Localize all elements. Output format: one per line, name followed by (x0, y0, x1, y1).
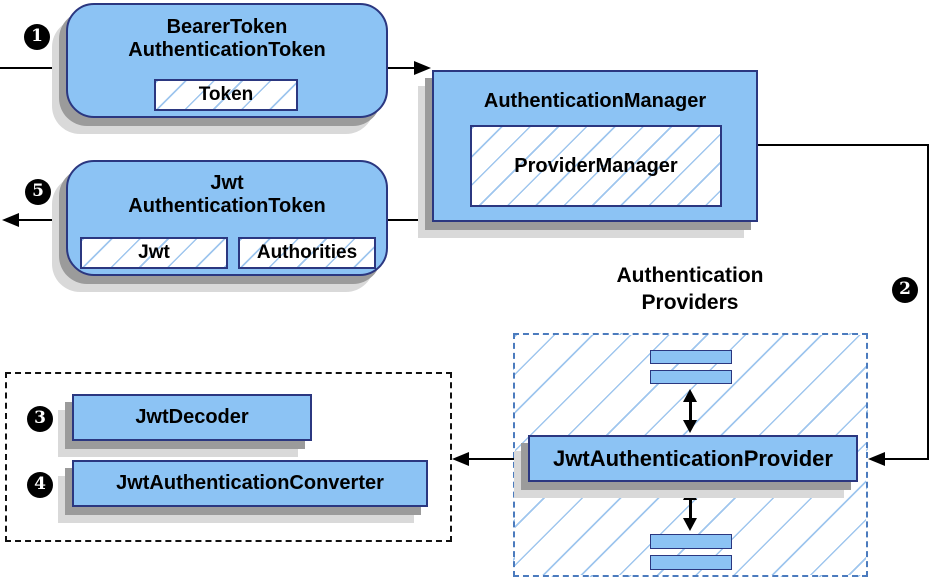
other-provider-placeholder (650, 555, 732, 570)
jwt-token-outgoing-line (16, 219, 66, 221)
step-3-badge: 3 (27, 406, 53, 432)
arrowhead-left-icon (452, 452, 469, 466)
jwt-authentication-converter-label: JwtAuthenticationConverter (116, 472, 384, 494)
jwt-authentication-provider-node: JwtAuthenticationProvider (528, 435, 858, 482)
authentication-providers-title-line2: Providers (641, 291, 739, 314)
jwt-decoder-node: JwtDecoder (72, 394, 312, 441)
provider-manager-chip-label: ProviderManager (514, 154, 678, 177)
arrowhead-left-icon (2, 213, 19, 227)
jwt-chip-label: Jwt (138, 242, 170, 263)
token-chip-label: Token (198, 84, 254, 105)
bearer-token-authentication-token-node: BearerToken AuthenticationToken Token (66, 3, 388, 118)
jwt-chip: Jwt (80, 237, 228, 269)
arrowhead-up-icon (683, 389, 697, 402)
other-provider-placeholder (650, 534, 732, 549)
arrowhead-down-icon (683, 420, 697, 433)
bearer-token-title-line1: BearerToken (166, 16, 288, 38)
providers-list-double-arrow-icon (682, 487, 698, 531)
provider-to-decoder-line (468, 458, 528, 460)
token-chip: Token (154, 79, 298, 111)
jwt-authentication-token-node: Jwt AuthenticationToken Jwt Authorities (66, 160, 388, 276)
provider-manager-chip: ProviderManager (470, 125, 722, 207)
manager-to-provider-line-bottom (883, 458, 929, 460)
authorities-chip-label: Authorities (256, 242, 358, 263)
arrowhead-right-icon (414, 61, 431, 75)
other-provider-placeholder (650, 350, 732, 364)
providers-list-double-arrow-icon (682, 389, 698, 433)
jwt-token-title-line1: Jwt (210, 172, 244, 194)
step-5-badge: 5 (25, 179, 51, 205)
step-1-badge: 1 (24, 24, 50, 50)
jwt-decoder-label: JwtDecoder (135, 406, 249, 428)
authentication-providers-title-line1: Authentication (616, 264, 764, 287)
bearer-to-manager-line (388, 67, 416, 69)
arrowhead-left-icon (868, 452, 885, 466)
decoder-converter-group (5, 372, 452, 542)
manager-to-provider-line-vertical (927, 144, 929, 460)
double-arrow-shaft (688, 402, 692, 420)
incoming-request-line (0, 67, 66, 69)
authorities-chip: Authorities (238, 237, 376, 269)
double-arrow-shaft (688, 500, 692, 518)
manager-to-jwt-token-line (388, 219, 432, 221)
arrowhead-down-icon (683, 518, 697, 531)
jwt-authentication-provider-label: JwtAuthenticationProvider (553, 445, 833, 471)
other-provider-placeholder (650, 370, 732, 384)
manager-to-provider-line-top (758, 144, 929, 146)
jwt-token-title-line2: AuthenticationToken (128, 195, 326, 217)
authentication-providers-title: Authentication Providers (560, 262, 820, 316)
arrowhead-up-icon (683, 487, 697, 500)
step-4-badge: 4 (27, 472, 53, 498)
jwt-authentication-converter-node: JwtAuthenticationConverter (72, 460, 428, 507)
authentication-manager-node: AuthenticationManager ProviderManager (432, 70, 758, 222)
bearer-token-title-line2: AuthenticationToken (128, 39, 326, 61)
step-2-badge: 2 (892, 277, 918, 303)
authentication-manager-title: AuthenticationManager (483, 90, 707, 112)
